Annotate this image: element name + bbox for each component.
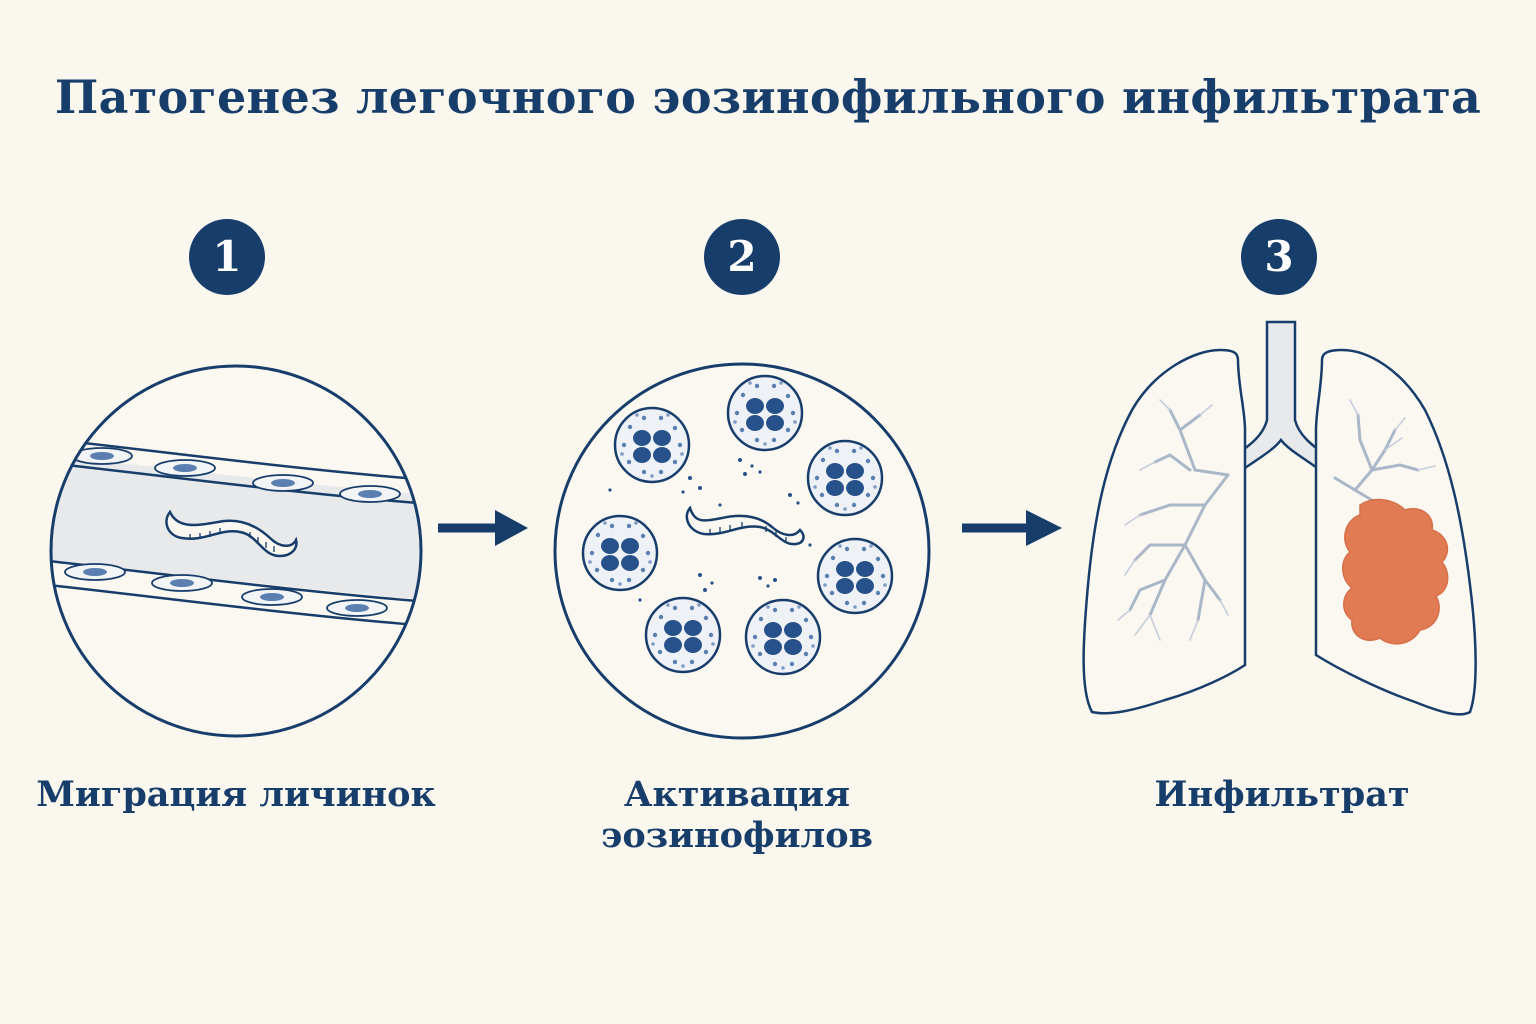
released-granules <box>608 458 812 602</box>
caption-step-1: Миграция личинок <box>36 774 436 815</box>
eosinophil-cell <box>806 439 884 517</box>
panel-larva-migration <box>49 364 423 738</box>
right-lung <box>1082 348 1247 715</box>
step-number-3: 3 <box>1241 219 1317 295</box>
page-title: Патогенез легочного эозинофильного инфил… <box>54 70 1482 124</box>
eosinophil-cell <box>726 374 804 452</box>
infiltrate <box>1342 498 1449 645</box>
panel-infiltrate-lungs <box>1082 320 1477 716</box>
arrow-right-icon <box>962 510 1062 546</box>
endothelial-cells-lower <box>64 563 388 617</box>
eosinophil-cell <box>644 596 722 674</box>
caption-step-2: Активация эозинофилов <box>601 774 873 856</box>
bronchial-tree <box>1128 408 1420 622</box>
eosinophil-cell <box>744 598 822 676</box>
arrow-right-icon <box>438 510 528 546</box>
caption-step-3: Инфильтрат <box>1154 774 1410 815</box>
eosinophil-cell <box>581 514 659 592</box>
step-number-1: 1 <box>189 219 265 295</box>
step-number-2: 2 <box>704 219 780 295</box>
larva-icon <box>165 509 298 558</box>
eosinophil-cell <box>613 406 691 484</box>
larva-icon <box>685 505 805 546</box>
eosinophil-cell <box>816 537 894 615</box>
panel-eosinophil-activation <box>553 362 931 740</box>
